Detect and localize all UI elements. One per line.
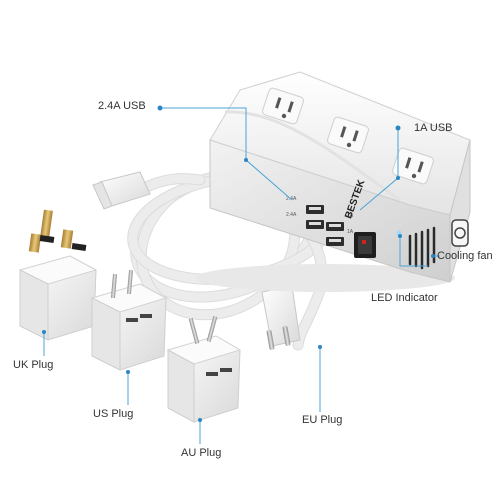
ac-outlet [392,147,434,185]
label-2-4a-usb: 2.4A USB [98,100,146,112]
usb-port [326,222,344,231]
usb-port [306,205,324,214]
usb-port [306,220,324,229]
label-uk-plug: UK Plug [13,359,54,371]
usb-port [326,237,344,246]
port-mark: 1A [347,229,354,235]
label-au-plug: AU Plug [181,447,222,459]
label-eu-plug: EU Plug [302,414,343,426]
au-plug-adapter [166,315,242,423]
us-plug-adapter [90,269,168,371]
ac-outlet [327,116,369,154]
cord-connector [92,171,151,210]
label-1a-usb: 1A USB [414,122,453,134]
port-mark: 2.4A [286,212,297,218]
eu-plug [261,285,301,350]
power-inlet [451,219,469,247]
label-us-plug: US Plug [93,408,134,420]
ac-outlet [262,87,304,125]
label-cooling-fan: Cooling fan [437,250,493,262]
label-led-indicator: LED Indicator [371,292,438,304]
callout-dots [42,105,435,422]
port-mark: 1A [347,213,354,219]
uk-plug-adapter [18,209,98,341]
power-switch [354,232,376,258]
power-converter: 2.4A 2.4A 1A 1A BESTEK [195,71,471,292]
